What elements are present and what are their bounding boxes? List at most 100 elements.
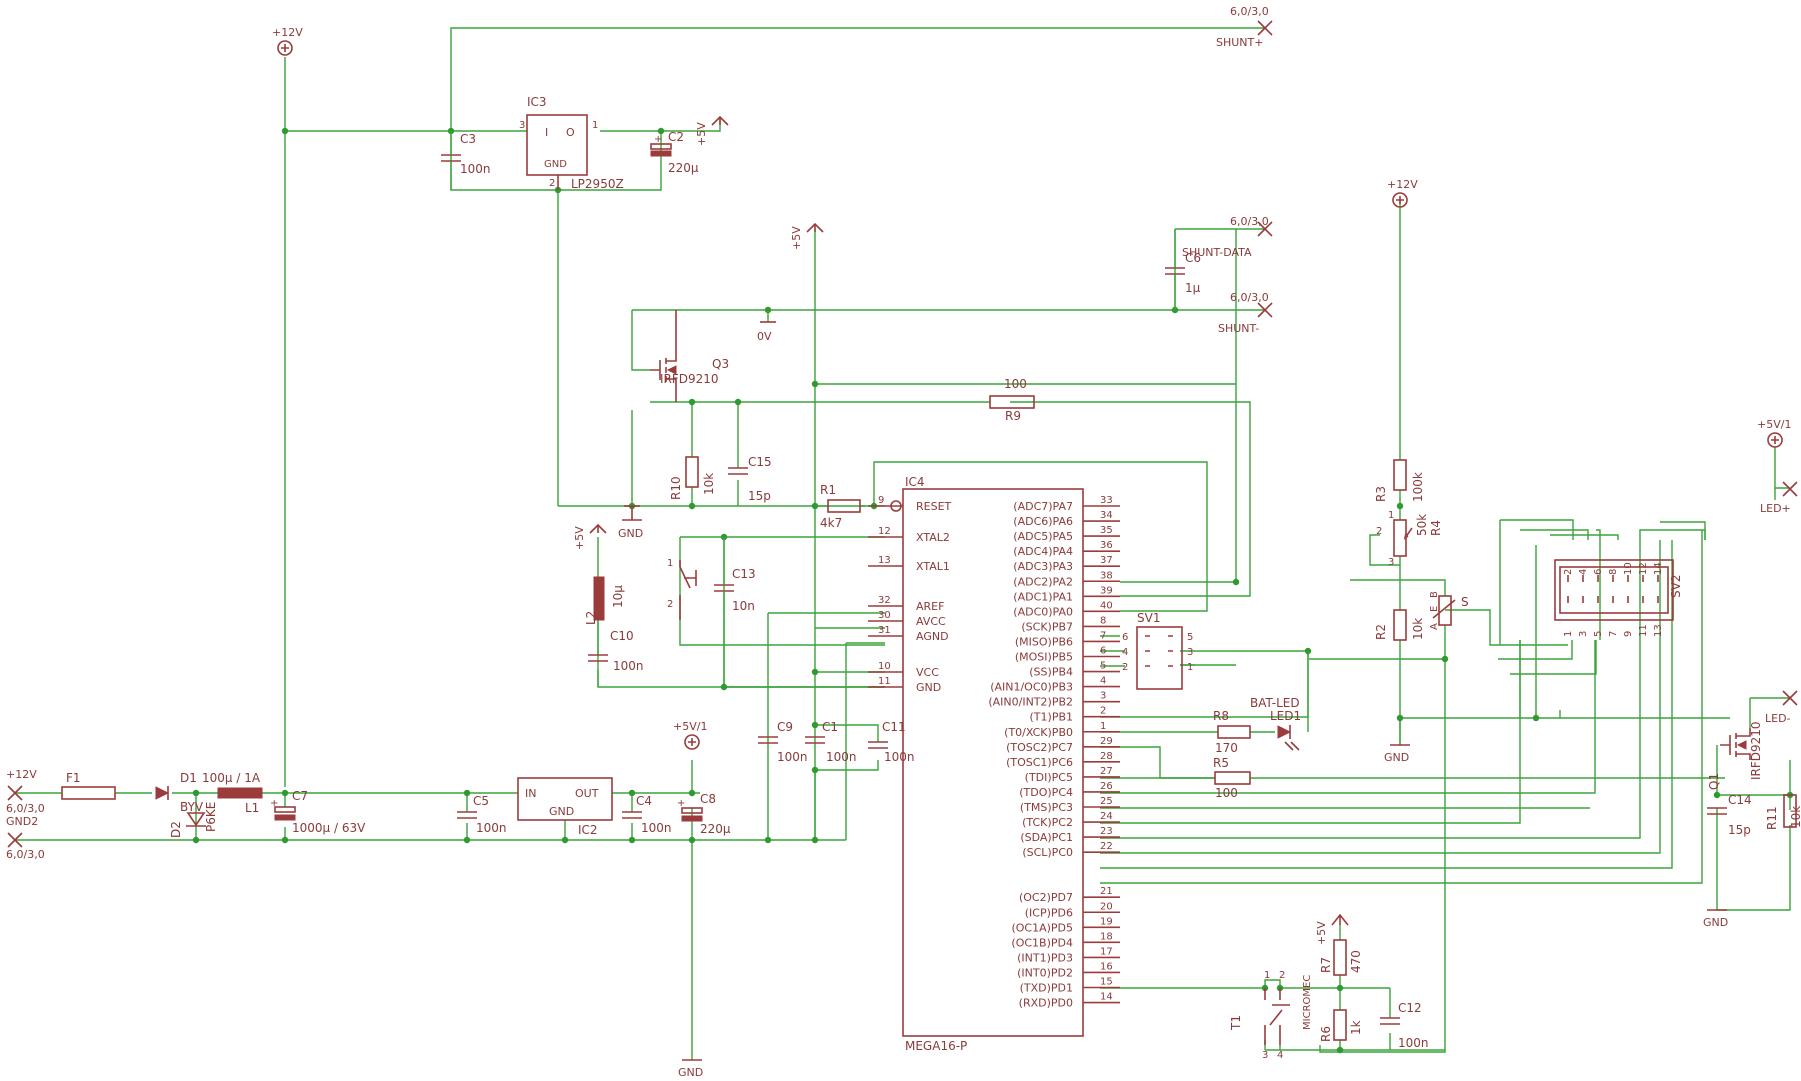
svg-text:C4: C4	[636, 794, 652, 808]
svg-text:O: O	[566, 126, 575, 139]
svg-text:+: +	[677, 798, 685, 809]
sv2-pin-number: 2	[1563, 569, 1574, 575]
mcu-pin-number: 12	[878, 526, 891, 537]
header-sv1: SV1 6 4 2 5 3 1	[1122, 611, 1193, 690]
svg-text:R9: R9	[1005, 409, 1021, 423]
svg-text:2: 2	[667, 599, 673, 610]
svg-text:+12V: +12V	[1387, 178, 1418, 191]
svg-text:1: 1	[667, 558, 673, 569]
svg-text:C9: C9	[777, 720, 793, 734]
ground-q1: GND	[1703, 909, 1728, 929]
svg-text:15p: 15p	[1728, 823, 1751, 837]
mcu-pin-number: 25	[1100, 796, 1113, 807]
svg-text:C11: C11	[882, 720, 906, 734]
junctions	[192, 127, 1794, 1054]
mcu-pin-name: (TDI)PC5	[1025, 771, 1073, 784]
ic3-regulator: IC3 I O GND 3 1 2 LP2950Z	[519, 95, 624, 191]
svg-text:100n: 100n	[613, 659, 644, 673]
mcu-pin-number: 18	[1100, 931, 1113, 942]
mcu-pin-number: 35	[1100, 525, 1113, 536]
capacitor-c10: C10 100n	[588, 629, 644, 673]
svg-text:6,0/3,0: 6,0/3,0	[6, 802, 45, 815]
mcu-pin-name: (ADC5)PA5	[1013, 530, 1073, 543]
mcu-pin-number: 10	[878, 661, 891, 672]
resistor-r6: R6 1k	[1319, 1009, 1363, 1042]
svg-text:+5V: +5V	[695, 122, 708, 146]
capacitor-c9: C9 100n	[758, 720, 808, 764]
diode-d1: D1 BYV	[155, 771, 204, 814]
led-plus-pad: LED+	[1760, 481, 1798, 515]
svg-text:IRFD9210: IRFD9210	[660, 372, 719, 386]
svg-text:LED-: LED-	[1765, 712, 1791, 725]
svg-text:100n: 100n	[460, 162, 491, 176]
mcu-right-pins: 33(ADC7)PA734(ADC6)PA635(ADC5)PA536(ADC4…	[988, 495, 1120, 1010]
svg-text:C1: C1	[822, 720, 838, 734]
svg-text:SHUNT-: SHUNT-	[1218, 322, 1259, 335]
resistor-r7: R7 470	[1319, 939, 1363, 976]
ic2-regulator: IN OUT GND IC2	[517, 777, 613, 837]
svg-text:15p: 15p	[748, 489, 771, 503]
mcu-pin-number: 20	[1100, 901, 1113, 912]
mcu-pin-number: 15	[1100, 977, 1113, 988]
switch-s1: 1 2	[667, 558, 697, 620]
mcu-pin-number: 30	[878, 610, 891, 621]
svg-text:470: 470	[1349, 950, 1363, 973]
inductor-l1: 100µ / 1A L1	[202, 771, 263, 815]
svg-text:100n: 100n	[641, 821, 672, 835]
svg-text:5: 5	[1187, 632, 1193, 643]
input-gnd2-pad: 6,0/3,0	[6, 832, 45, 861]
supply-plus12-top: +12V	[272, 26, 303, 56]
encoder-switch: B E A S	[1429, 591, 1469, 630]
mcu-pin-number: 36	[1100, 540, 1113, 551]
svg-text:+5V/1: +5V/1	[673, 720, 707, 733]
resistor-r11: R11 10k	[1765, 794, 1801, 830]
supply-plus5-1-mid: +5V/1	[673, 720, 707, 750]
mcu-pin-name: (ADC4)PA4	[1013, 545, 1073, 558]
mcu-pin-name: (OC2)PD7	[1019, 891, 1073, 904]
svg-text:100n: 100n	[826, 750, 857, 764]
mcu-pin-name: (TOSC2)PC7	[1006, 741, 1073, 754]
mcu-pin-name: (ADC6)PA6	[1013, 515, 1073, 528]
mcu-pin-number: 27	[1100, 766, 1113, 777]
mcu-pin-name: (MISO)PB6	[1015, 635, 1073, 648]
mcu-pin-number: 38	[1100, 570, 1113, 581]
svg-text:+12V: +12V	[6, 768, 37, 781]
mcu-pin-number: 19	[1100, 916, 1113, 927]
mcu-pin-name: (TOSC1)PC6	[1006, 756, 1073, 769]
svg-text:+: +	[270, 798, 278, 809]
svg-text:100n: 100n	[777, 750, 808, 764]
sv2-pin-number: 13	[1653, 624, 1664, 637]
svg-text:L2: L2	[584, 611, 598, 625]
svg-text:GND: GND	[678, 1066, 703, 1079]
mcu-pin-name: (OC1A)PD5	[1011, 921, 1073, 934]
svg-text:2: 2	[1122, 662, 1128, 673]
capacitor-c8: + C8 220µ	[677, 792, 731, 836]
mcu-pin-name: (T1)PB1	[1030, 711, 1073, 724]
mcu-pin-number: 1	[1100, 721, 1106, 732]
svg-text:6,0/3,0: 6,0/3,0	[1230, 215, 1269, 228]
svg-text:C14: C14	[1728, 793, 1752, 807]
svg-text:+: +	[654, 134, 662, 145]
svg-text:1: 1	[1264, 970, 1270, 981]
sv2-pin-number: 11	[1638, 624, 1649, 637]
sv2-pin-number: 9	[1623, 631, 1634, 637]
svg-text:220µ: 220µ	[700, 822, 731, 836]
svg-text:S: S	[1461, 595, 1469, 609]
svg-text:10n: 10n	[732, 599, 755, 613]
capacitor-c15: C15 15p	[728, 455, 772, 503]
sv2-pin-number: 10	[1623, 562, 1634, 575]
resistor-r8: R8 170	[1213, 709, 1251, 755]
mcu-pin-number: 34	[1100, 510, 1113, 521]
sv2-pin-number: 7	[1608, 631, 1619, 637]
mcu-pin-name: (AIN1/OC0)PB3	[990, 681, 1073, 694]
mcu-pin-number: 16	[1100, 961, 1113, 972]
svg-text:LED+: LED+	[1760, 502, 1791, 515]
mcu-pin-number: 4	[1100, 676, 1106, 687]
svg-text:6,0/3,0: 6,0/3,0	[1230, 5, 1269, 18]
sv2-pin-number: 3	[1578, 631, 1589, 637]
shunt-minus-pad: 6,0/3,0 SHUNT-	[1218, 291, 1273, 335]
mcu-pin-number: 28	[1100, 751, 1113, 762]
mcu-pin-name: (INT0)PD2	[1017, 966, 1073, 979]
svg-text:1µ: 1µ	[1185, 281, 1201, 295]
